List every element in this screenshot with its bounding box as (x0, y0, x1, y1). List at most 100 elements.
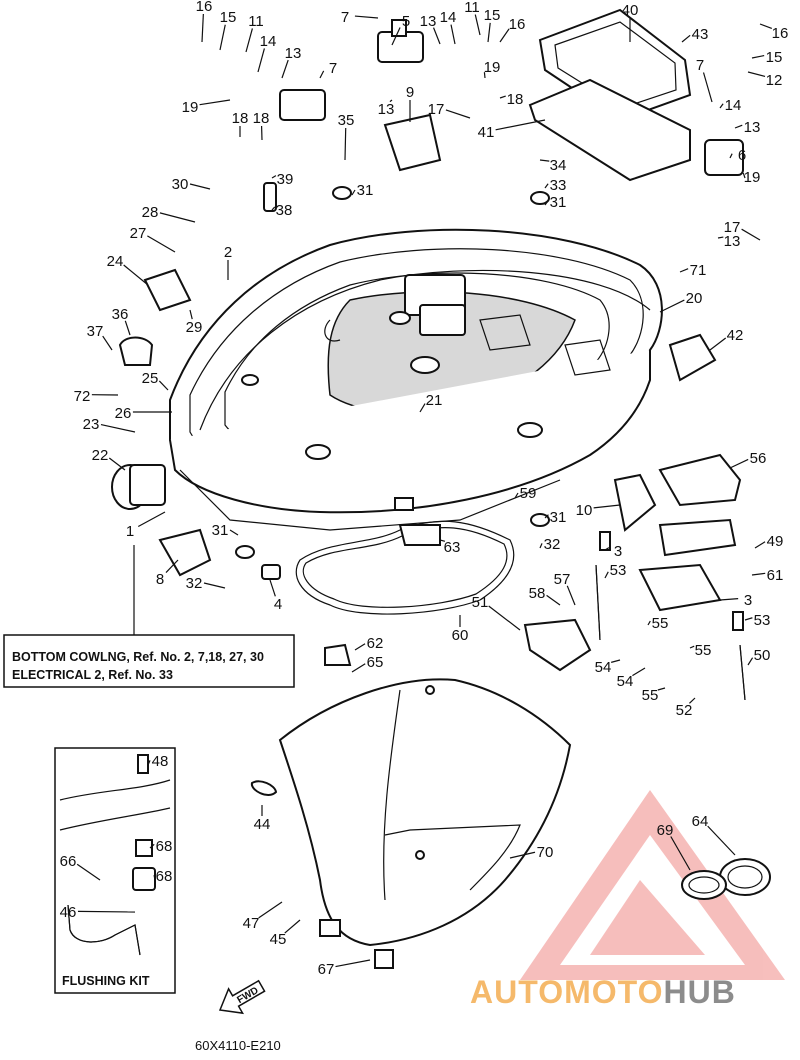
leader-line (682, 35, 690, 42)
leader-line (190, 184, 210, 189)
part-number-label: 57 (554, 571, 571, 588)
part-number-label: 3 (744, 592, 752, 609)
part-number-label: 27 (130, 225, 147, 242)
leader-line (200, 100, 230, 105)
leader-line (285, 920, 300, 933)
leader-line (320, 71, 324, 78)
part-number-label: 63 (444, 539, 461, 556)
leader-line (658, 688, 665, 690)
leader-line (710, 338, 726, 350)
part-number-label: 9 (406, 84, 414, 101)
part-number-label: 62 (367, 635, 384, 652)
part-number-label: 6 (738, 147, 746, 164)
leader-line (632, 668, 645, 676)
part-number-label: 7 (329, 60, 337, 77)
part-number-label: 14 (725, 97, 742, 114)
part-number-label: 46 (60, 904, 77, 921)
part-number-label: 24 (107, 253, 124, 270)
leader-line (258, 48, 264, 72)
leader-line (748, 658, 753, 665)
part-number-label: 7 (696, 57, 704, 74)
leader-line (272, 176, 276, 178)
leader-line (742, 229, 760, 240)
leader-line (475, 15, 480, 35)
part-number-label: 25 (142, 370, 159, 387)
watermark-text: AUTOMOTOHUB (470, 974, 736, 1010)
leader-line (735, 125, 742, 128)
part-number-label: 16 (196, 0, 213, 15)
leader-line (545, 184, 548, 188)
leader-line (540, 543, 542, 548)
part-number-label: 43 (692, 26, 709, 43)
leader-line (611, 660, 620, 662)
part-number-label: 61 (767, 567, 784, 584)
part-number-label: 55 (652, 615, 669, 632)
leader-line (352, 190, 355, 195)
part-number-label: 64 (692, 813, 709, 830)
leader-line (605, 572, 608, 578)
leader-line (138, 512, 165, 526)
leader-line (540, 160, 549, 161)
leader-line (718, 237, 723, 238)
part-number-label: 20 (686, 290, 703, 307)
leader-line (594, 505, 620, 508)
leader-line (704, 72, 712, 102)
leader-line (101, 425, 135, 432)
part-number-label: 51 (472, 594, 489, 611)
part-number-label: 18 (507, 91, 524, 108)
fwd-arrow: FWD (213, 974, 269, 1022)
part-number-label: 59 (520, 485, 537, 502)
leader-line (760, 24, 772, 28)
part-number-label: 8 (156, 571, 164, 588)
part-number-label: 4 (274, 596, 282, 613)
part-number-label: 58 (529, 585, 546, 602)
part-number-label: 3 (614, 543, 622, 560)
part-number-label: 18 (232, 110, 249, 127)
part-number-label: 54 (595, 659, 612, 676)
part-number-label: 56 (750, 450, 767, 467)
leader-line (355, 16, 378, 18)
legend-line-2: ELECTRICAL 2, Ref. No. 33 (12, 668, 173, 682)
leader-line (451, 25, 455, 44)
leader-line (446, 110, 470, 118)
part-number-label: 31 (550, 509, 567, 526)
leader-line (720, 599, 738, 600)
part-number-label: 13 (285, 45, 302, 62)
part-number-label: 69 (657, 822, 674, 839)
part-number-label: 38 (276, 202, 293, 219)
drawing-code: 60X4110-E210 (195, 1038, 281, 1053)
part-number-label: 33 (550, 177, 567, 194)
part-number-label: 19 (744, 169, 761, 186)
part-number-label: 42 (727, 327, 744, 344)
part-number-label: 52 (676, 702, 693, 719)
legend-line-1: BOTTOM COWLNG, Ref. No. 2, 7,18, 27, 30 (12, 650, 264, 664)
part-number-label: 22 (92, 447, 109, 464)
legend-box: BOTTOM COWLNG, Ref. No. 2, 7,18, 27, 30 … (4, 545, 294, 687)
part-number-label: 1 (126, 523, 134, 540)
leader-line (660, 300, 684, 312)
part-number-label: 36 (112, 306, 129, 323)
part-number-label: 55 (695, 642, 712, 659)
leader-line (220, 25, 225, 50)
leader-line (124, 265, 148, 285)
part-number-label: 31 (212, 522, 229, 539)
part-number-label: 71 (690, 262, 707, 279)
part-number-label: 16 (772, 25, 789, 42)
part-number-label: 31 (550, 194, 567, 211)
part-number-label: 14 (260, 33, 277, 50)
part-number-label: 48 (152, 753, 169, 770)
leader-line (489, 606, 520, 630)
part-number-label: 68 (156, 838, 173, 855)
part-number-label: 11 (248, 13, 264, 30)
leader-line (496, 120, 545, 130)
part-number-label: 13 (724, 233, 741, 250)
leader-line (748, 72, 765, 76)
leader-line (160, 213, 195, 222)
leader-line (488, 23, 490, 42)
leader-line (270, 580, 275, 596)
leader-line (752, 56, 764, 58)
leader-line (720, 104, 723, 108)
part-number-label: 13 (744, 119, 761, 136)
leader-line (745, 618, 752, 620)
leader-line (282, 60, 288, 78)
